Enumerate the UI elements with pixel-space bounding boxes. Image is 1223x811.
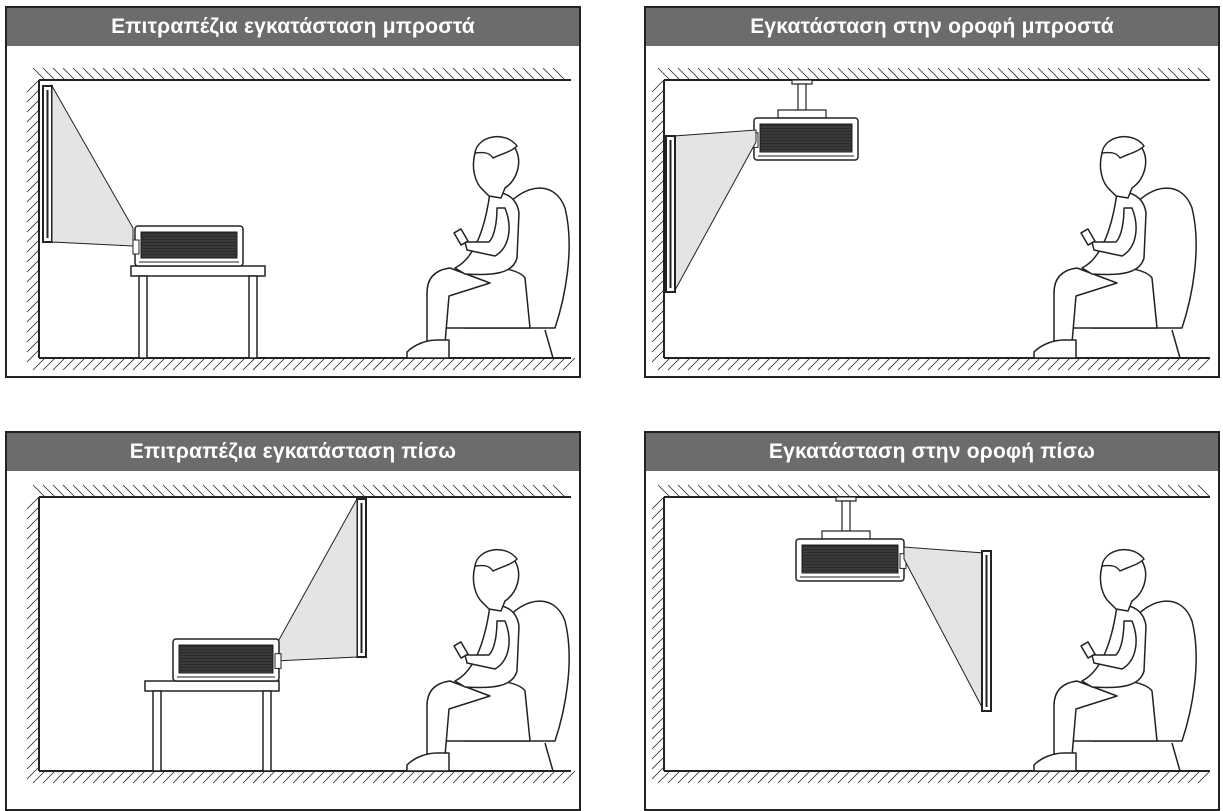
remote-control	[1080, 641, 1096, 659]
panel-title: Επιτραπέζια εγκατάσταση μπροστά	[7, 8, 579, 46]
person-legs	[426, 680, 491, 757]
projector-grille	[759, 123, 853, 153]
light-beam	[903, 546, 985, 712]
person-shoe	[406, 339, 450, 359]
person-shoe	[1033, 339, 1077, 359]
chair-legs	[440, 742, 554, 772]
projector	[751, 117, 859, 161]
panel-title: Εγκατάσταση στην οροφή μπροστά	[646, 8, 1218, 46]
mount-plate	[821, 530, 871, 540]
chair-legs	[1067, 742, 1181, 772]
table-leg	[262, 690, 272, 772]
person-hair	[1101, 549, 1145, 572]
person-shoe	[406, 752, 450, 772]
remote-control	[453, 228, 469, 246]
table-top	[144, 680, 280, 692]
chair-legs	[1067, 329, 1181, 359]
projector	[132, 225, 244, 267]
light-beam	[673, 129, 757, 293]
table-leg	[248, 275, 258, 359]
room-scene	[651, 67, 1211, 371]
projector-lens	[132, 239, 140, 255]
room-walls	[651, 484, 1211, 784]
panel-title: Εγκατάσταση στην οροφή πίσω	[646, 433, 1218, 471]
projector	[795, 538, 907, 582]
mount-pole	[797, 83, 807, 111]
seated-person	[1033, 549, 1197, 772]
person-legs	[1053, 267, 1118, 344]
room-scene	[651, 484, 1211, 784]
table	[130, 265, 266, 359]
remote-control	[453, 641, 469, 659]
panel-ceiling-front: Εγκατάσταση στην οροφή μπροστά	[644, 6, 1220, 378]
person-legs	[1053, 680, 1118, 757]
room-walls	[651, 67, 1211, 371]
projection-screen	[356, 498, 367, 658]
projection-screen	[42, 85, 53, 243]
mount-plate	[777, 109, 827, 119]
projection-screen	[981, 550, 992, 712]
light-beam	[51, 84, 134, 247]
room-scene	[26, 67, 576, 371]
room-walls	[26, 484, 576, 784]
ceiling-mount	[777, 79, 827, 119]
panel-table-front: Επιτραπέζια εγκατάσταση μπροστά	[5, 6, 581, 378]
light-beam	[274, 497, 358, 662]
seated-person	[1033, 136, 1197, 359]
mount-pole	[841, 500, 851, 532]
table-leg	[152, 690, 162, 772]
panel-table-rear: Επιτραπέζια εγκατάσταση πίσω	[5, 431, 581, 811]
table	[144, 680, 280, 772]
projector	[172, 638, 282, 682]
projector-grille	[178, 644, 274, 674]
table-leg	[138, 275, 148, 359]
table-top	[130, 265, 266, 277]
panel-ceiling-rear: Εγκατάσταση στην οροφή πίσω	[644, 431, 1220, 811]
room-scene	[26, 484, 576, 784]
projector-grille	[140, 231, 238, 259]
person-shoe	[1033, 752, 1077, 772]
person-legs	[426, 267, 491, 344]
person-hair	[474, 136, 518, 159]
seated-person	[406, 136, 570, 359]
projector-grille	[801, 544, 899, 574]
ceiling-mount	[821, 496, 871, 540]
person-hair	[1101, 136, 1145, 159]
seated-person	[406, 549, 570, 772]
person-hair	[474, 549, 518, 572]
projector-lens	[274, 653, 282, 669]
panel-title: Επιτραπέζια εγκατάσταση πίσω	[7, 433, 579, 471]
remote-control	[1080, 228, 1096, 246]
room-walls	[26, 67, 576, 371]
projection-screen	[665, 135, 676, 293]
chair-legs	[440, 329, 554, 359]
